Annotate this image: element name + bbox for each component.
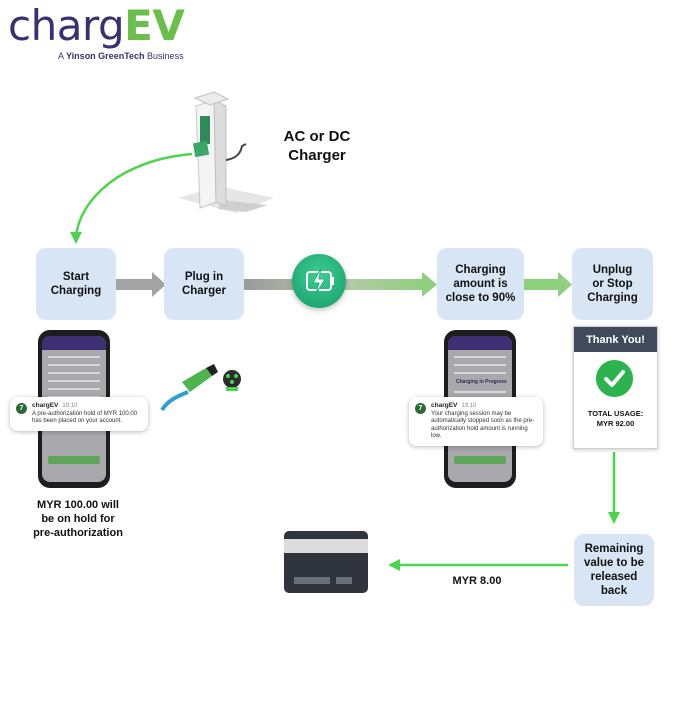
preauth-caption: MYR 100.00 will be on hold for pre-autho… — [33, 499, 123, 539]
arrow-start-to-plug-head — [152, 272, 166, 297]
refund-amount: MYR 8.00 — [452, 575, 502, 587]
chargev-app-icon: 7 — [415, 403, 426, 414]
charger-type-label: AC or DC Charger — [283, 128, 351, 164]
arrow-start-to-plug — [116, 279, 154, 290]
arrow-left-head — [388, 559, 400, 571]
arrow-charging-to-unplug-head — [558, 272, 572, 297]
chargev-app-icon: 7 — [16, 403, 27, 414]
arrow-plug-to-charging-head — [422, 272, 437, 297]
charging-bolt-icon — [292, 254, 346, 308]
curve-arrow-to-start — [74, 152, 193, 237]
checkmark-icon — [596, 360, 633, 397]
thank-you-receipt: Thank You! TOTAL USAGE: MYR 92.00 — [573, 326, 658, 449]
ev-charger-station-illustration — [178, 91, 274, 213]
chargev-logo: chargEV — [8, 1, 185, 50]
arrow-charging-to-unplug — [524, 279, 560, 290]
charging-cable-illustration — [160, 364, 241, 412]
arrow-down-head — [608, 512, 620, 524]
logo-tagline: A Yinson GreenTech Business — [58, 51, 184, 61]
curve-arrow-head — [70, 232, 82, 244]
credit-card-icon — [284, 531, 368, 593]
total-usage: TOTAL USAGE: MYR 92.00 — [587, 409, 644, 428]
thank-you-title: Thank You! — [574, 327, 657, 352]
charging-status-label: Charging in Progress — [456, 379, 507, 385]
